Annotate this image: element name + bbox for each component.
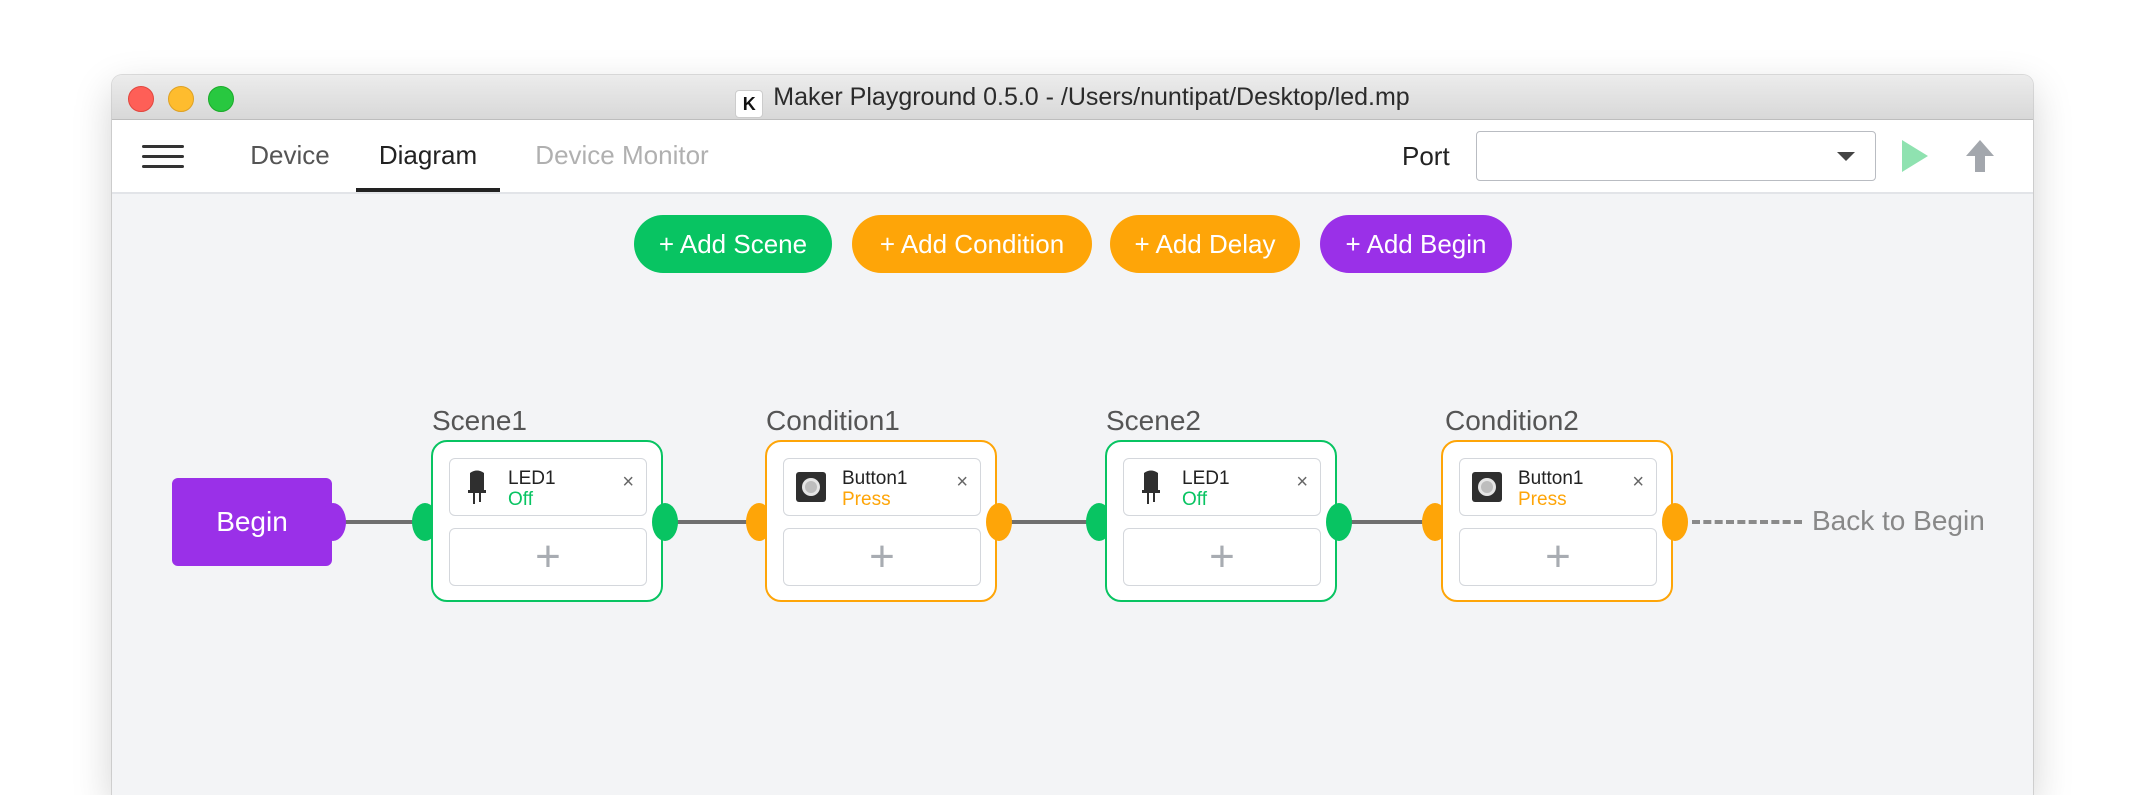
begin-out-port[interactable] [320,503,346,541]
connector-line [668,520,770,524]
led-icon [1142,470,1160,504]
remove-item-icon[interactable]: × [1632,471,1644,493]
device-name: Button1 [842,468,908,489]
upload-icon[interactable] [1964,138,1996,174]
maker-playground-logo-icon: K [735,90,764,118]
tab-device[interactable]: Device [250,140,330,170]
device-action-item[interactable]: Button1 Press × [1459,458,1657,516]
remove-item-icon[interactable]: × [956,471,968,493]
close-window-button[interactable] [128,86,154,112]
app-window: K Maker Playground 0.5.0 - /Users/nuntipa… [112,75,2033,795]
device-action: Press [842,489,891,510]
condition1-out-port[interactable] [986,503,1012,541]
scene1-node[interactable]: LED1 Off × + [431,440,663,602]
port-label: Port [1402,141,1450,171]
plus-icon: + [535,532,561,581]
minimize-window-button[interactable] [168,86,194,112]
led-icon [468,470,486,504]
add-action-button[interactable]: + [1123,528,1321,586]
scene2-out-port[interactable] [1326,503,1352,541]
device-action: Press [1518,489,1567,510]
title-bar: K Maker Playground 0.5.0 - /Users/nuntipa… [112,75,2033,120]
back-to-begin-label: Back to Begin [1812,505,1985,536]
plus-icon: + [1545,532,1571,581]
zoom-window-button[interactable] [208,86,234,112]
device-action-item[interactable]: LED1 Off × [1123,458,1321,516]
add-delay-button[interactable]: + Add Delay [1110,215,1300,273]
device-action: Off [508,489,533,510]
add-condition-action-button[interactable]: + [1459,528,1657,586]
tab-diagram[interactable]: Diagram [356,120,500,192]
add-begin-button[interactable]: + Add Begin [1320,215,1512,273]
plus-icon: + [1209,532,1235,581]
device-name: LED1 [508,468,556,489]
add-scene-button[interactable]: + Add Scene [634,215,832,273]
condition2-node[interactable]: Button1 Press × + [1441,440,1673,602]
menu-icon[interactable] [142,142,184,172]
device-action-item[interactable]: Button1 Press × [783,458,981,516]
button-icon [796,472,826,502]
remove-item-icon[interactable]: × [1296,471,1308,493]
device-action: Off [1182,489,1207,510]
plus-icon: + [869,532,895,581]
tab-device-monitor[interactable]: Device Monitor [535,140,709,170]
connector-line [1340,520,1452,524]
button-icon [1472,472,1502,502]
scene2-node[interactable]: LED1 Off × + [1105,440,1337,602]
connector-line [342,520,422,524]
node-title: Scene1 [432,405,527,436]
node-title: Condition1 [766,405,900,436]
add-action-button[interactable]: + [449,528,647,586]
remove-item-icon[interactable]: × [622,471,634,493]
port-select[interactable] [1476,131,1876,181]
window-title: K Maker Playground 0.5.0 - /Users/nuntipa… [112,75,2033,119]
node-title: Scene2 [1106,405,1201,436]
add-condition-button[interactable]: + Add Condition [852,215,1092,273]
device-name: Button1 [1518,468,1584,489]
begin-node[interactable]: Begin [172,478,332,566]
window-title-text: Maker Playground 0.5.0 - /Users/nuntipat… [773,83,1410,111]
nav-bar: Device Diagram Device Monitor Port [112,120,2033,194]
back-to-begin-line [1692,520,1802,524]
scene1-out-port[interactable] [652,503,678,541]
condition1-node[interactable]: Button1 Press × + [765,440,997,602]
chevron-down-icon [1837,152,1855,161]
node-title: Condition2 [1445,405,1579,436]
condition2-out-port[interactable] [1662,503,1688,541]
add-condition-action-button[interactable]: + [783,528,981,586]
device-action-item[interactable]: LED1 Off × [449,458,647,516]
connector-line [1004,520,1116,524]
play-icon[interactable] [1902,140,1928,172]
device-name: LED1 [1182,468,1230,489]
